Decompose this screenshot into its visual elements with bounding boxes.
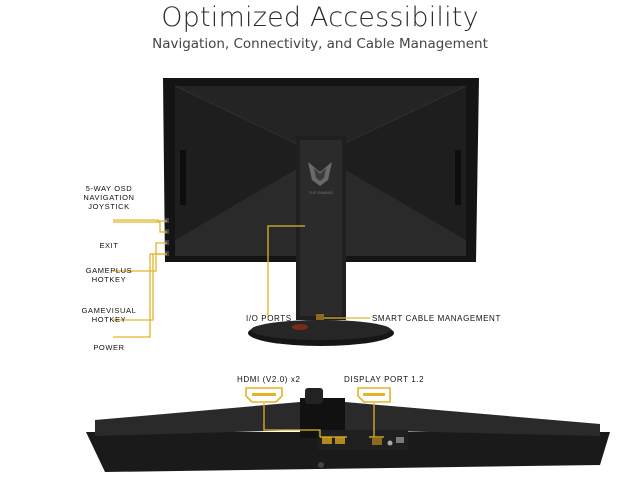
label-hdmi-ports: HDMI (V2.0) x2 bbox=[237, 375, 301, 384]
displayport-icon bbox=[357, 387, 391, 403]
callout-io-ports-line bbox=[267, 225, 305, 317]
label-io-ports: I/O PORTS bbox=[246, 314, 292, 323]
monitor-back-view: TUF GAMING bbox=[163, 78, 479, 346]
page-title: Optimized Accessibility bbox=[161, 2, 479, 33]
label-gameplus-hotkey: GAMEPLUS HOTKEY bbox=[85, 266, 133, 284]
label-smart-cable-management: SMART CABLE MANAGEMENT bbox=[372, 314, 501, 323]
callout-hdmi-line bbox=[263, 403, 347, 438]
label-gamevisual-hotkey: GAMEVISUAL HOTKEY bbox=[81, 306, 137, 324]
label-power: POWER bbox=[93, 343, 125, 352]
tuf-logo-icon bbox=[308, 162, 332, 186]
monitor-bottom-view bbox=[86, 388, 610, 472]
label-osd-joystick: 5-WAY OSD NAVIGATION JOYSTICK bbox=[83, 184, 135, 211]
label-exit: EXIT bbox=[99, 241, 119, 250]
label-display-port: DISPLAY PORT 1.2 bbox=[344, 375, 425, 384]
page-subtitle: Navigation, Connectivity, and Cable Mana… bbox=[152, 36, 488, 52]
callout-dp-line bbox=[369, 403, 384, 438]
callout-lines-left bbox=[113, 219, 167, 338]
tuf-logo-text: TUF GAMING bbox=[308, 190, 333, 195]
hdmi-icon bbox=[245, 387, 283, 403]
